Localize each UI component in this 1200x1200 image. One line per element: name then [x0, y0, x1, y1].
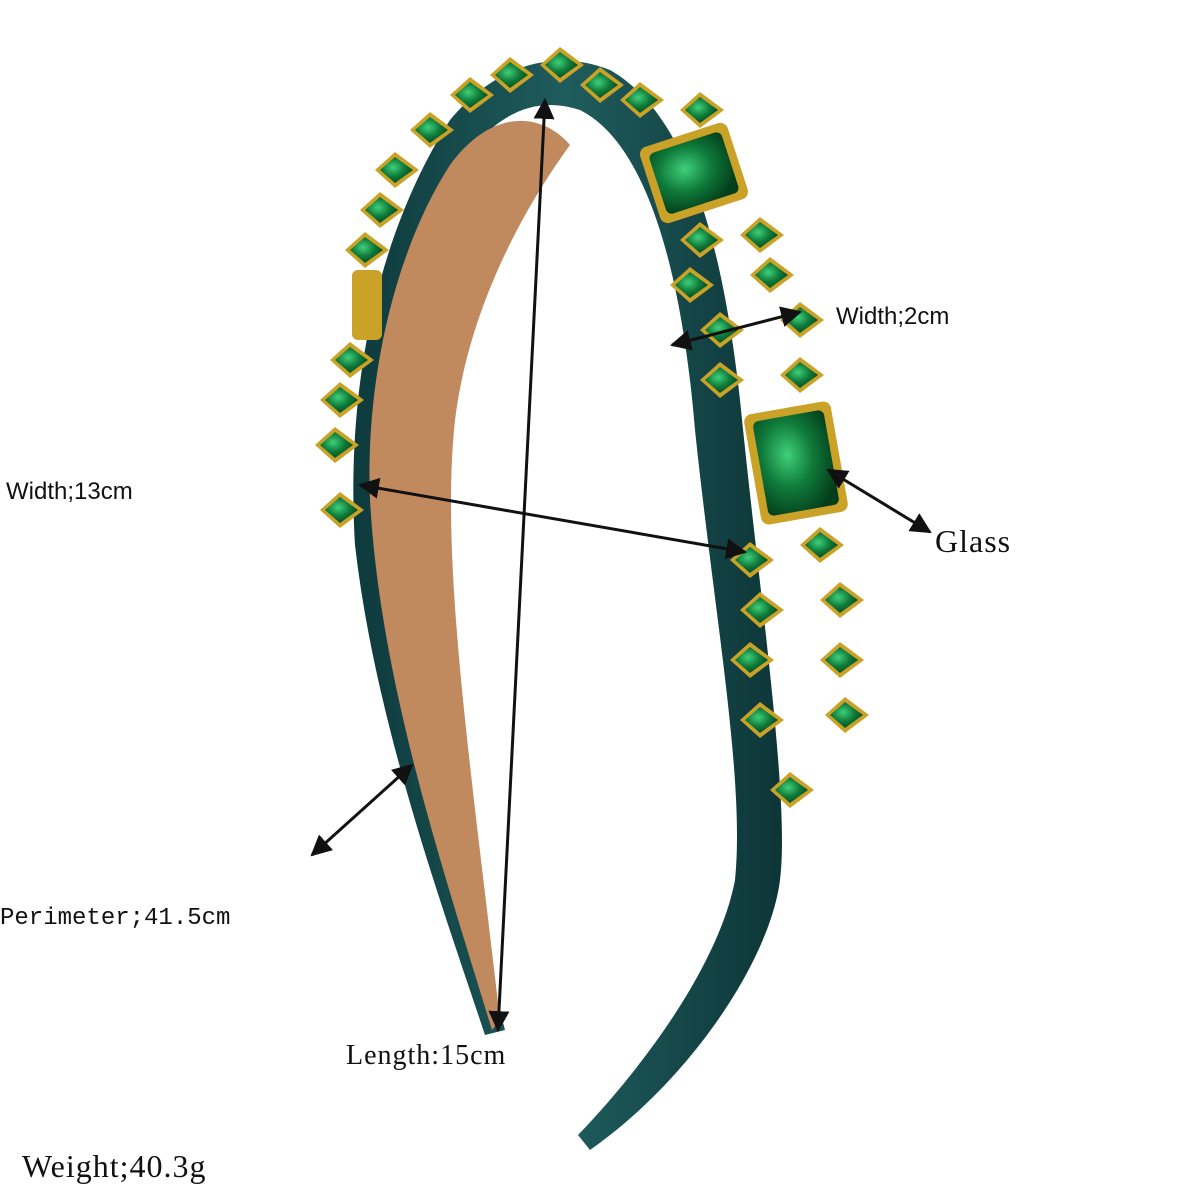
length-arrow: [488, 97, 555, 1033]
perimeter-label: Perimeter;41.5cm: [0, 905, 231, 932]
glass-gem: [680, 92, 724, 128]
glass-gem: [820, 642, 864, 678]
glass-gem: [320, 492, 364, 528]
glass-gem: [620, 82, 664, 118]
glass-gem: [410, 112, 454, 148]
width-band-label: Width;2cm: [836, 303, 950, 330]
glass-gem: [450, 77, 494, 113]
weight-label: Weight;40.3g: [22, 1148, 207, 1184]
measurement-arrows: [310, 97, 932, 1033]
width-overall-arrow: [357, 477, 748, 560]
glass-gem: [780, 302, 824, 338]
glass-gem: [700, 362, 744, 398]
glass-gem: [375, 152, 419, 188]
glass-arrow: [826, 468, 932, 534]
glass-gem: [740, 217, 784, 253]
glass-gem: [750, 257, 794, 293]
width-band-arrow: [669, 306, 803, 351]
glass-gem: [345, 232, 389, 268]
perimeter-arrow: [310, 763, 414, 857]
glass-gem: [490, 57, 534, 93]
glass-gem: [330, 342, 374, 378]
glass-gem: [740, 592, 784, 628]
material-label: Glass: [935, 523, 1012, 559]
glass-gem: [825, 697, 869, 733]
length-label: Length:15cm: [346, 1040, 507, 1071]
glass-gem: [730, 642, 774, 678]
large-glass-gems: [352, 122, 848, 525]
glass-gem: [360, 192, 404, 228]
glass-gem: [820, 582, 864, 618]
width-overall-label: Width;13cm: [6, 478, 133, 505]
glass-gem: [740, 702, 784, 738]
glass-gem: [540, 47, 584, 83]
headband-inner-lining: [369, 120, 570, 1030]
glass-gem: [320, 382, 364, 418]
glass-gem: [680, 222, 724, 258]
glass-gem: [770, 772, 814, 808]
glass-gem: [580, 67, 624, 103]
glass-gem: [780, 357, 824, 393]
glass-gem: [800, 527, 844, 563]
glass-gem: [315, 427, 359, 463]
glass-gem: [670, 267, 714, 303]
